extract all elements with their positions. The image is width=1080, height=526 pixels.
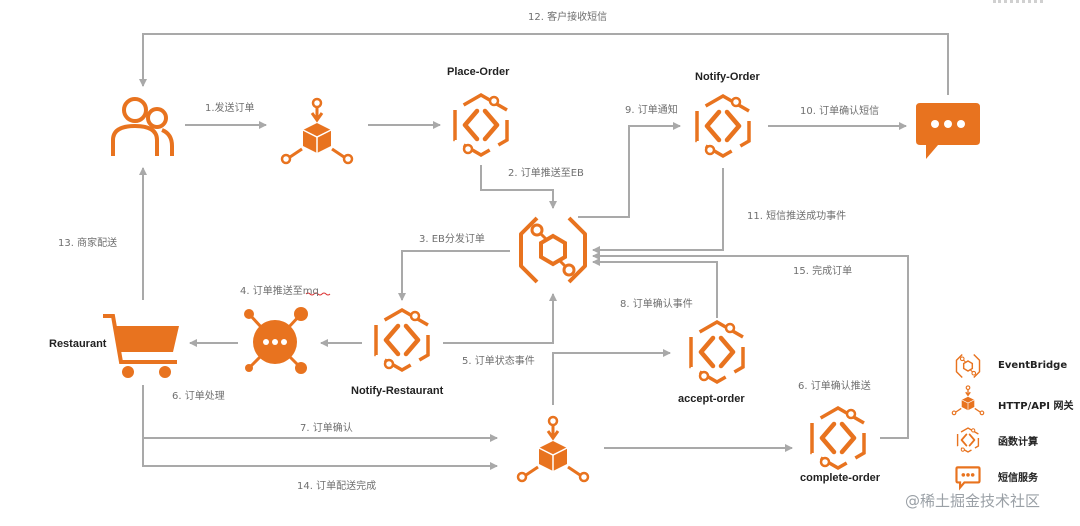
place-order-label: Place-Order [447, 66, 510, 78]
edge-label-10: 10. 订单确认短信 [800, 106, 880, 117]
spellcheck-squiggle [305, 292, 331, 296]
eventbridge-icon [519, 216, 587, 284]
mq-icon [244, 307, 308, 374]
edge-label-6b: 6. 订单确认推送 [798, 381, 871, 392]
legend-eventbridge-icon [955, 353, 981, 379]
notify-restaurant-function-icon [376, 310, 428, 370]
edge-label-6a: 6. 订单处理 [172, 391, 225, 402]
legend-sms-icon [955, 466, 981, 491]
edge-label-4-mq: mq [302, 286, 319, 297]
top-dotted-bar [993, 0, 1043, 7]
edge-2 [480, 165, 557, 209]
notify-order-label: Notify-Order [695, 71, 760, 83]
edge-gw-accept [552, 349, 671, 405]
edge-label-1: 1.发送订单 [205, 103, 255, 114]
edge-label-4: 4. 订单推送至mq [240, 282, 319, 297]
edge-8 [592, 258, 718, 318]
edge-label-13: 13. 商家配送 [58, 238, 118, 249]
edge-label-4-text: 4. 订单推送至 [240, 286, 303, 297]
complete-order-function-icon [812, 408, 864, 468]
edge-12 [139, 33, 949, 95]
legend-sms-label: 短信服务 [998, 473, 1038, 484]
watermark: @稀土掘金技术社区 [905, 492, 1041, 510]
notify-order-function-icon [697, 96, 749, 156]
edge-label-14: 14. 订单配送完成 [297, 481, 377, 492]
customer-icon [111, 97, 174, 156]
edge-label-7: 7. 订单确认 [300, 423, 353, 434]
edge-label-9: 9. 订单通知 [625, 105, 678, 116]
edge-3 [398, 250, 510, 301]
restaurant-label: Restaurant [49, 338, 107, 350]
edge-14 [142, 438, 498, 470]
legend-icons [951, 353, 985, 491]
edge-5 [443, 293, 557, 344]
legend-function-compute-label: 函数计算 [998, 437, 1038, 448]
edge-label-5: 5. 订单状态事件 [462, 356, 535, 367]
place-order-function-icon [455, 95, 507, 155]
notify-restaurant-label: Notify-Restaurant [351, 385, 444, 397]
restaurant-cart-icon [103, 314, 179, 378]
legend-eventbridge-label: EventBridge [998, 360, 1068, 371]
api-gateway-icon-top [280, 97, 354, 165]
edge-9 [578, 122, 681, 218]
edge-15 [592, 252, 909, 439]
legend-api-gateway-label: HTTP/API 网关 [998, 401, 1074, 412]
legend-function-compute-icon [956, 427, 980, 453]
connectors [139, 33, 949, 470]
edge-label-3: 3. EB分发订单 [419, 234, 485, 245]
sms-icon [916, 103, 980, 159]
api-gateway-icon-bottom [516, 415, 590, 483]
accept-order-function-icon [691, 322, 743, 382]
edge-11 [592, 168, 724, 254]
accept-order-label: accept-order [678, 393, 745, 405]
legend-api-gateway-icon [951, 385, 985, 416]
edge-label-8: 8. 订单确认事件 [620, 299, 693, 310]
edge-label-2: 2. 订单推送至EB [508, 168, 584, 179]
edge-label-12: 12. 客户接收短信 [528, 12, 608, 23]
complete-order-label: complete-order [800, 472, 881, 484]
edge-label-15: 15. 完成订单 [793, 266, 853, 277]
edge-label-11: 11. 短信推送成功事件 [747, 211, 847, 222]
